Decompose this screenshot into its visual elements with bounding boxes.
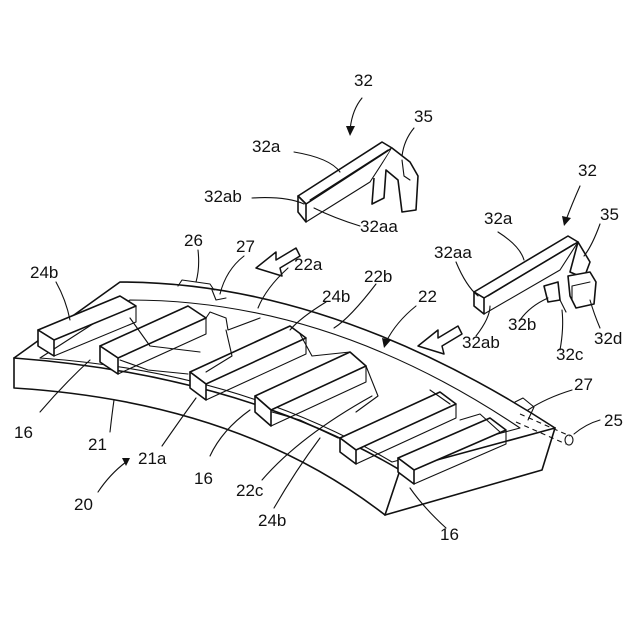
pocket-floor-line-2 [272,412,338,438]
leader-35-right [584,224,600,256]
label-32ab-upper: 32ab [204,188,242,206]
leader-16-right [410,488,446,528]
leader-32aa-upper [314,208,360,226]
pin-25-axis-upper [520,414,570,436]
label-35-right: 35 [600,206,619,224]
label-32aa-right: 32aa [434,244,472,262]
label-32b: 32b [508,316,536,334]
label-21: 21 [88,436,107,454]
label-24b-mid: 24b [322,288,350,306]
leader-32-upper-arrowhead [346,126,355,136]
leader-27-right [528,390,572,410]
leader-27-top [220,256,244,294]
leader-21a [162,398,196,446]
clip-right-ridge [488,244,574,296]
clip-upper-leg-35 [372,148,418,212]
label-32a-upper: 32a [252,138,280,156]
leader-32a-right [498,232,524,260]
label-24b-left: 24b [30,264,58,282]
label-22: 22 [418,288,437,306]
label-20: 20 [74,496,93,514]
leader-32-right-arrowhead [562,216,571,226]
label-22b: 22b [364,268,392,286]
label-27-top: 27 [236,238,255,256]
rib-1-top [38,296,136,340]
leader-32-upper [350,98,362,130]
insert-arrow-right [418,326,462,354]
label-24b-bottom: 24b [258,512,286,530]
label-32d: 32d [594,330,622,348]
leader-32d [590,300,600,328]
leader-32-right [566,186,580,220]
label-32aa-upper: 32aa [360,218,398,236]
label-32-upper: 32 [354,72,373,90]
leader-32c [560,310,563,350]
label-32-right: 32 [578,162,597,180]
pin-25-end [565,435,573,445]
label-27-right: 27 [574,376,593,394]
separator-ribs [38,296,506,484]
clip-right-tab-32c [560,300,566,312]
label-16-mid: 16 [194,470,213,488]
leader-26 [196,250,199,282]
rib-3-top [190,326,306,384]
pocket-2-notch-22a [206,312,260,330]
label-25: 25 [604,412,623,430]
label-32c: 32c [556,346,583,364]
clip-upper [298,142,418,222]
leader-16-left [40,360,90,412]
leader-21 [110,400,114,432]
leader-20 [98,462,126,492]
label-16-left: 16 [14,424,33,442]
leader-32a-upper [294,152,340,172]
leader-25 [574,420,600,434]
rib-6-top [398,418,506,470]
label-16-right: 16 [440,526,459,544]
leader-32ab-upper [252,198,304,204]
leader-24b-bottom [274,438,320,508]
label-32a-right: 32a [484,210,512,228]
pin-25 [516,414,573,445]
label-22a: 22a [294,256,322,274]
pin-25-axis-lower [516,422,566,444]
clip-right [474,236,596,314]
leader-35-upper [402,128,414,156]
label-21a: 21a [138,450,166,468]
tray-front-corner [385,470,400,515]
leader-lines [40,98,600,528]
leader-22 [386,306,416,342]
label-32ab-right: 32ab [462,334,500,352]
pocket-4-wall-22c [356,366,378,412]
label-35-upper: 35 [414,108,433,126]
leader-16-mid [210,410,250,456]
label-22c: 22c [236,482,263,500]
label-26: 26 [184,232,203,250]
rib-4-top [255,352,366,410]
leader-24b-left [56,282,70,320]
